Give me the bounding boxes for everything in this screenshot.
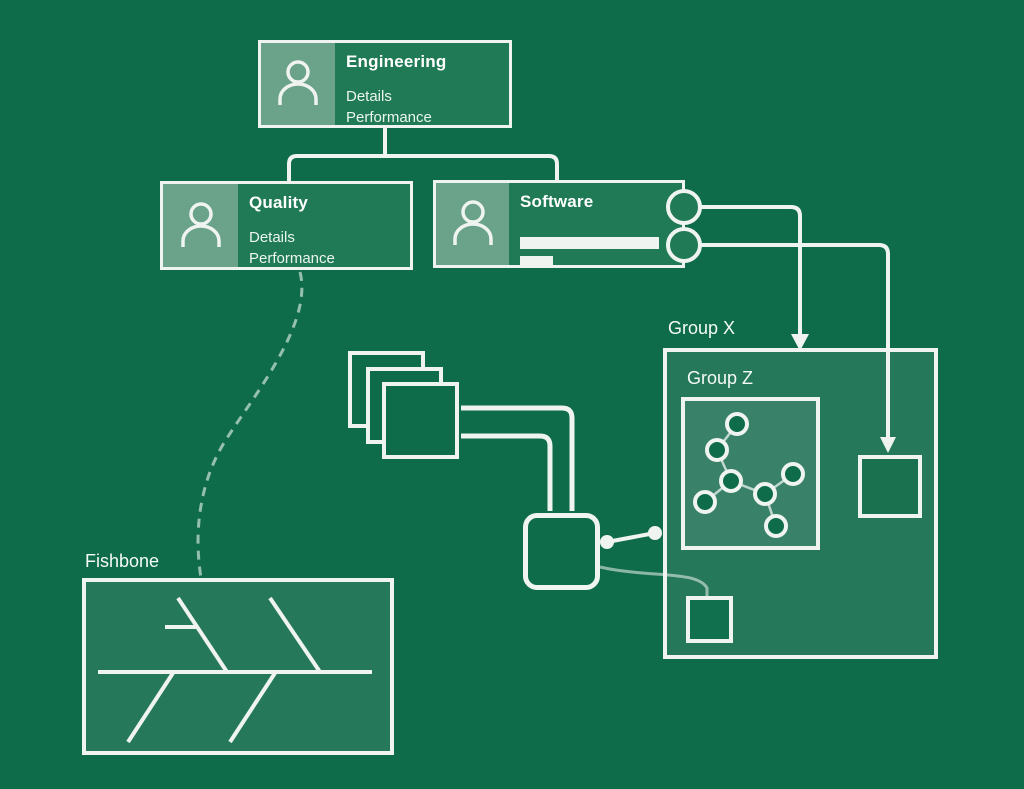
software-icon-panel: [436, 183, 509, 265]
engineering-icon-panel: [261, 43, 335, 125]
group-z-container: [681, 397, 820, 550]
fishbone-lines: [98, 596, 372, 744]
software-card-body: Software: [509, 183, 682, 267]
fishbone-frame: [82, 578, 394, 755]
link-endpoint-dot: [600, 535, 614, 549]
engineering-title: Engineering: [346, 52, 447, 71]
dashed-connector-quality-to-fishbone: [196, 271, 304, 579]
stacked-square-front: [382, 382, 459, 459]
org-card-quality: Quality Details Performance: [160, 181, 413, 270]
quality-icon-panel: [163, 184, 238, 267]
fishbone-label: Fishbone: [85, 551, 160, 571]
org-card-engineering: Engineering Details Performance: [258, 40, 512, 128]
org-card-software: Software: [433, 180, 685, 268]
engineering-detail-line: Details: [346, 88, 392, 105]
person-icon: [452, 200, 493, 245]
square-node-right: [858, 455, 922, 518]
quality-card-body: Quality Details Performance: [238, 184, 410, 267]
person-icon: [180, 201, 221, 247]
person-icon: [278, 60, 318, 105]
fishbone-diagram-icon: [98, 596, 372, 744]
software-placeholder-bar-short: [520, 256, 553, 267]
engineering-performance-line: Performance: [346, 109, 432, 126]
quality-performance-line: Performance: [249, 250, 335, 267]
software-placeholder-bar-long: [520, 237, 659, 249]
connector-stack-to-rounded-square: [461, 405, 575, 511]
group-x-label: Group X: [668, 318, 736, 338]
rounded-square-node: [523, 513, 600, 590]
quality-title: Quality: [249, 193, 309, 212]
square-node-bottom: [686, 596, 733, 643]
network-graph-icon: [693, 412, 805, 538]
group-z-label: Group Z: [687, 368, 754, 388]
quality-detail-line: Details: [249, 229, 295, 246]
tree-connector: [287, 128, 559, 181]
engineering-card-body: Engineering Details Performance: [335, 43, 509, 126]
link-endpoint-dot: [648, 526, 662, 540]
dot-link-rounded-square-to-groupx: [600, 526, 662, 549]
software-title: Software: [520, 192, 594, 211]
network-nodes: [693, 412, 805, 538]
